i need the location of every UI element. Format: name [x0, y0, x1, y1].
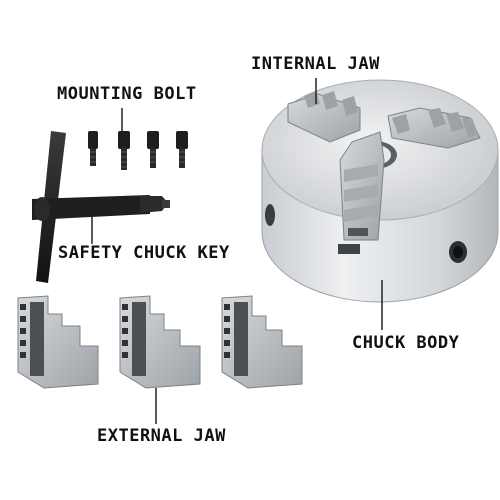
label-external-jaw: EXTERNAL JAW [97, 426, 226, 446]
external-jaw-1 [17, 295, 99, 389]
label-mounting-bolt: MOUNTING BOLT [57, 84, 197, 104]
label-chuck-body: CHUCK BODY [352, 333, 460, 353]
leader-lines [91, 78, 383, 424]
mounting-bolt-3 [147, 131, 159, 168]
internal-jaw-left [287, 91, 361, 143]
mounting-bolts [88, 131, 188, 170]
external-jaw-2 [119, 295, 201, 389]
safety-chuck-key [32, 131, 170, 283]
mounting-bolt-1 [88, 131, 98, 166]
internal-jaw-front [339, 131, 385, 241]
mounting-bolt-2 [118, 131, 130, 170]
external-jaw-3 [221, 295, 303, 389]
internal-jaw-right [387, 107, 481, 149]
label-safety-chuck-key: SAFETY CHUCK KEY [58, 243, 230, 263]
label-internal-jaw: INTERNAL JAW [251, 54, 380, 74]
installed-jaws [287, 91, 481, 241]
external-jaws [17, 295, 303, 389]
mounting-bolt-4 [176, 131, 188, 168]
